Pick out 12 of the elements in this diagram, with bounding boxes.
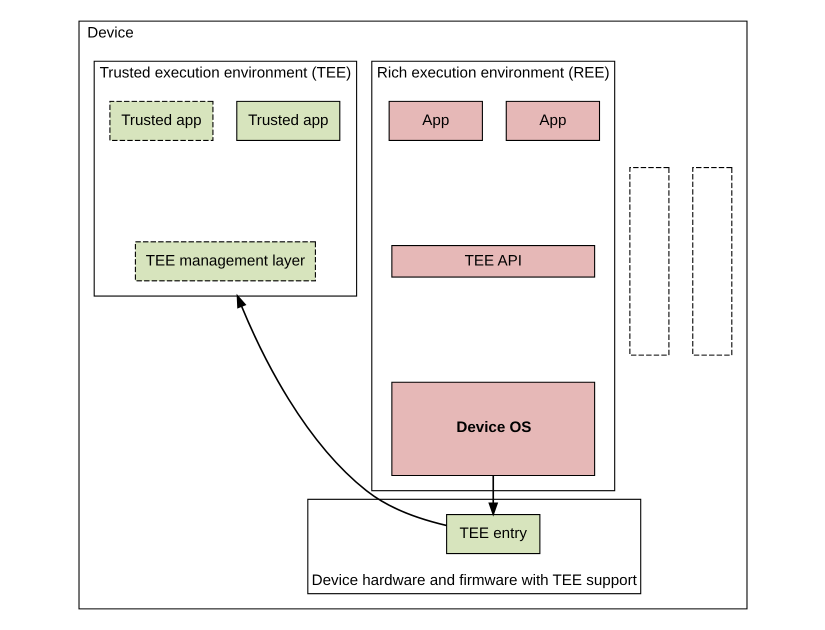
node-box bbox=[692, 166, 732, 356]
node-box: TEE management layer bbox=[134, 241, 316, 282]
arrow bbox=[488, 476, 498, 517]
node-box bbox=[628, 166, 669, 356]
node-box: App bbox=[388, 100, 482, 141]
node-box: TEE API bbox=[390, 245, 595, 278]
node-box: TEE entry bbox=[446, 514, 540, 554]
node-box: App bbox=[505, 100, 600, 141]
arrow bbox=[236, 294, 446, 526]
node-box: Trusted app bbox=[108, 100, 213, 141]
node-box: Device OS bbox=[390, 382, 595, 476]
node-box: Trusted app bbox=[236, 100, 340, 141]
